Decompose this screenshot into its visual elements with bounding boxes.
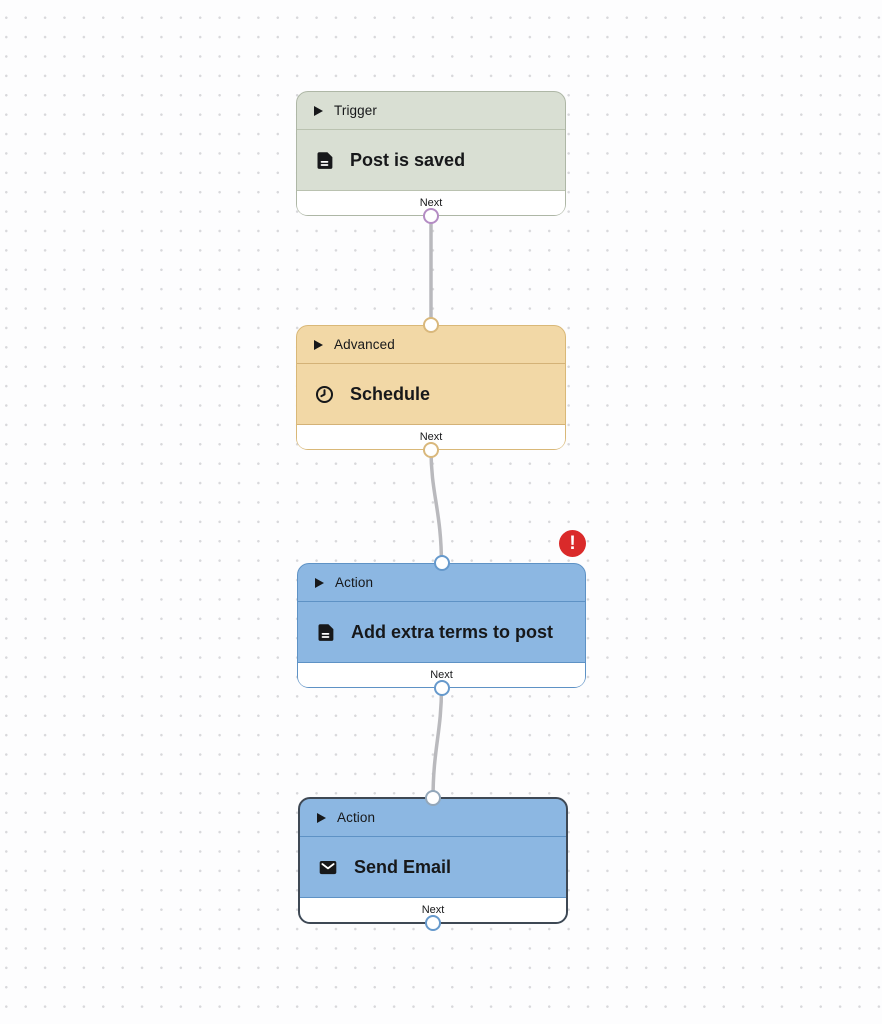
node-header: Action bbox=[298, 564, 585, 602]
output-port-next[interactable] bbox=[433, 680, 450, 696]
port-label: Next bbox=[419, 431, 443, 443]
connector-advanced-to-action bbox=[429, 447, 444, 568]
node-header: Action bbox=[300, 799, 566, 837]
connector-action-to-action bbox=[431, 685, 444, 802]
node-title: Post is saved bbox=[350, 149, 466, 170]
port-label: Next bbox=[419, 197, 443, 209]
exclamation-icon: ! bbox=[569, 533, 576, 554]
node-header: Advanced bbox=[297, 326, 565, 364]
node-body: Schedule bbox=[297, 364, 565, 425]
collapse-arrow-icon[interactable] bbox=[315, 577, 324, 588]
collapse-arrow-icon[interactable] bbox=[317, 812, 326, 823]
node-title: Send Email bbox=[354, 856, 452, 877]
collapse-arrow-icon[interactable] bbox=[314, 339, 323, 350]
node-category-label: Advanced bbox=[334, 337, 395, 352]
node-body: Send Email bbox=[300, 837, 566, 898]
node-advanced-schedule[interactable]: Advanced Schedule Next bbox=[296, 317, 566, 458]
node-trigger-post-is-saved[interactable]: Trigger Post is saved Next bbox=[296, 91, 566, 224]
clock-icon bbox=[314, 384, 335, 405]
node-category-label: Action bbox=[335, 575, 374, 590]
node-action-send-email[interactable]: Action Send Email Next bbox=[298, 790, 568, 931]
node-category-label: Trigger bbox=[334, 103, 377, 118]
mail-icon bbox=[317, 857, 339, 878]
error-badge[interactable]: ! bbox=[559, 530, 586, 557]
node-category-label: Action bbox=[337, 810, 376, 825]
input-port[interactable] bbox=[433, 555, 450, 571]
document-icon bbox=[314, 150, 335, 171]
node-title: Schedule bbox=[350, 383, 431, 404]
input-port[interactable] bbox=[425, 790, 441, 806]
document-icon bbox=[315, 622, 336, 643]
node-title: Add extra terms to post bbox=[351, 621, 554, 642]
output-port-next[interactable] bbox=[423, 208, 439, 224]
collapse-arrow-icon[interactable] bbox=[314, 105, 323, 116]
port-label: Next bbox=[421, 904, 445, 916]
input-port[interactable] bbox=[423, 317, 439, 333]
port-label: Next bbox=[430, 669, 453, 681]
node-body: Post is saved bbox=[297, 130, 565, 191]
node-body: Add extra terms to post bbox=[298, 602, 585, 663]
output-port-next[interactable] bbox=[423, 442, 439, 458]
node-header: Trigger bbox=[297, 92, 565, 130]
node-action-add-extra-terms[interactable]: ! Action Add extra terms to post Next bbox=[297, 530, 586, 696]
output-port-next[interactable] bbox=[425, 915, 441, 931]
